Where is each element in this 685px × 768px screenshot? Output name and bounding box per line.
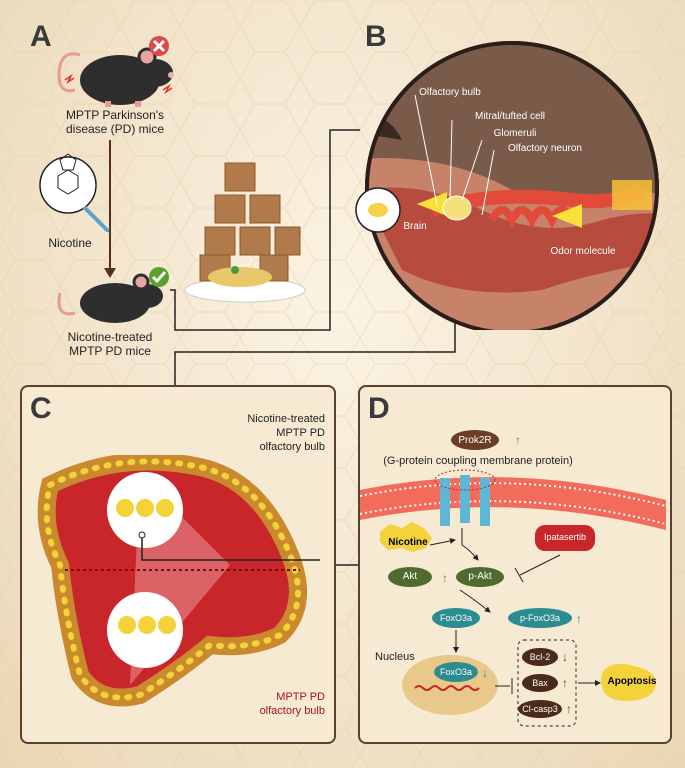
svg-text:↑: ↑ bbox=[515, 433, 521, 447]
panel-label-a: A bbox=[30, 20, 52, 53]
panel-label-c: C bbox=[30, 392, 52, 425]
svg-text:↑: ↑ bbox=[576, 612, 582, 626]
treated-mouse-icon bbox=[57, 273, 163, 323]
pd-mice-label: MPTP Parkinson's disease (PD) mice bbox=[65, 108, 165, 136]
olfactory-bulb-label: Olfactory bulb bbox=[419, 87, 481, 98]
foxo3a-node: FoxO3a bbox=[439, 613, 472, 623]
gpcr-label: (G-protein coupling membrane protein) bbox=[383, 455, 573, 467]
signaling-pathway: ↑ ↑ ↑ ↓ ↓ ↑ ↑ bbox=[360, 430, 666, 727]
svg-text:↑: ↑ bbox=[566, 702, 572, 716]
svg-text:↑: ↑ bbox=[442, 571, 448, 585]
olfactory-circle bbox=[355, 41, 659, 330]
brain-label: Brain bbox=[403, 221, 427, 232]
panel-label-b: B bbox=[365, 20, 387, 53]
tofu-food-icon bbox=[184, 162, 306, 303]
nucleus-label: Nucleus bbox=[375, 651, 415, 663]
svg-text:↓: ↓ bbox=[562, 650, 568, 664]
foxo3a-nucleus-node: FoxO3a bbox=[439, 667, 472, 677]
pd-bulb-label: MPTP PD olfactory bulb bbox=[259, 691, 325, 717]
svg-text:↑: ↑ bbox=[562, 676, 568, 690]
cl-casp3-node: Cl-casp3 bbox=[522, 704, 558, 714]
svg-text:↓: ↓ bbox=[482, 666, 488, 680]
mouse-icon bbox=[57, 47, 174, 107]
panel-label-d: D bbox=[368, 392, 390, 425]
syringe-icon bbox=[82, 205, 112, 235]
p-akt-node: p-Akt bbox=[468, 571, 492, 582]
warning-cross-icon bbox=[149, 36, 169, 56]
nicotine-label: Nicotine bbox=[48, 236, 92, 250]
nicotine-structure-icon bbox=[39, 140, 116, 278]
olfactory-bulb-section bbox=[37, 455, 320, 707]
olfactory-neuron-label: Olfactory neuron bbox=[508, 143, 582, 154]
mitral-cell-label: Mitral/tufted cell bbox=[474, 111, 546, 122]
ipatasertib-node: Ipatasertib bbox=[543, 532, 587, 542]
glomeruli-label: Glomeruli bbox=[493, 128, 537, 139]
odor-molecule-label: Odor molecule bbox=[550, 246, 616, 257]
check-icon bbox=[149, 267, 169, 287]
prok2r-node: Prok2R bbox=[458, 435, 492, 446]
akt-node: Akt bbox=[402, 571, 418, 582]
nicotine-node: Nicotine bbox=[388, 537, 428, 548]
apoptosis-node: Apoptosis bbox=[607, 676, 657, 687]
treated-mice-label: Nicotine-treated MPTP PD mice bbox=[67, 330, 153, 358]
treated-bulb-label: Nicotine-treated MPTP PD olfactory bulb bbox=[247, 413, 325, 453]
bcl2-node: Bcl-2 bbox=[529, 652, 551, 662]
p-foxo3a-node: p-FoxO3a bbox=[519, 613, 561, 623]
bax-node: Bax bbox=[532, 678, 548, 688]
